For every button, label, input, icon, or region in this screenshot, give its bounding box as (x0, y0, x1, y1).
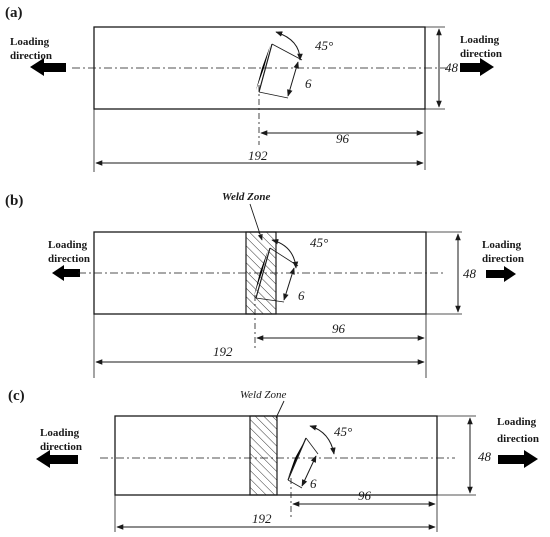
panel-a-right-arrow-icon (460, 58, 494, 76)
panel-a-crack-label: 6 (305, 76, 312, 91)
panel-b-crack (254, 250, 268, 296)
panel-c-crack-line (287, 437, 307, 481)
panel-b-height-label: 48 (463, 266, 477, 281)
panel-b-weld-zone-label: Weld Zone (222, 191, 270, 203)
panel-b-loading-right-line1: Loading (482, 239, 522, 251)
panel-a-height-label: 48 (445, 60, 459, 75)
panel-b-crack-ext2 (255, 297, 285, 303)
panel-b-loading-left-line2: direction (48, 253, 90, 265)
panel-a-loading-left-line1: Loading (10, 36, 50, 48)
panel-c-angle-label: 45° (334, 424, 352, 439)
panel-c-weld-zone (249, 415, 278, 496)
panel-c-crack-label: 6 (310, 476, 317, 491)
panel-c-weld-zone-label: Weld Zone (240, 389, 286, 401)
panel-c-total-label: 192 (252, 511, 272, 526)
panel-a-left-arrow-icon (30, 58, 66, 76)
panel-a-half-label: 96 (336, 131, 350, 146)
panel-c-half-label: 96 (358, 488, 372, 503)
panel-a-label: (a) (5, 5, 23, 21)
panel-c-loading-left-line1: Loading (40, 427, 80, 439)
panel-a-loading-left-line2: direction (10, 50, 52, 62)
panel-a-crack-dim (287, 61, 299, 97)
panel-c-loading-right-line1: Loading (497, 416, 537, 428)
panel-c-crack-dim (301, 455, 317, 487)
panel-c-label: (c) (8, 388, 25, 404)
panel-b-crack-dim (283, 267, 295, 301)
panel-b-crack-label: 6 (298, 288, 305, 303)
panel-a-crack-ext1 (271, 43, 303, 61)
panel-c-crack-ext2 (287, 479, 303, 489)
panel-c-right-arrow-icon (498, 450, 538, 468)
panel-b-loading-right-line2: direction (482, 253, 524, 265)
panel-a-total-label: 192 (248, 148, 268, 163)
panel-b-label: (b) (5, 193, 23, 209)
panel-c-left-arrow-icon (36, 450, 78, 468)
panel-b-angle-label: 45° (310, 235, 328, 250)
panel-a-angle-arc (275, 31, 303, 61)
panel-c-height-label: 48 (478, 449, 492, 464)
panel-a-angle-label: 45° (315, 38, 333, 53)
panel-c-loading-left-line2: direction (40, 441, 82, 453)
panel-a-crack (256, 46, 270, 90)
panel-a: (a) Loading direction Loading direction … (5, 5, 502, 172)
panel-b-crack-line (255, 247, 271, 299)
panel-b: (b) Weld Zone Loading direction Loading … (5, 191, 524, 378)
panel-c-crack-ext1 (305, 437, 319, 455)
panel-a-loading-right-line2: direction (460, 48, 502, 60)
panel-a-crack-ext2 (258, 91, 289, 99)
panel-a-loading-right-line1: Loading (460, 34, 500, 46)
panel-c: (c) Weld Zone Loading direction Loading … (8, 388, 539, 532)
panel-c-angle-arc (309, 425, 336, 455)
panel-c-loading-right-line2: direction (497, 433, 539, 445)
panel-b-right-arrow-icon (486, 266, 516, 282)
panel-a-crack-line (258, 43, 273, 93)
panel-b-left-arrow-icon (52, 265, 80, 281)
panel-b-loading-left-line1: Loading (48, 239, 88, 251)
panel-b-crack-ext1 (269, 247, 299, 267)
panel-b-half-label: 96 (332, 321, 346, 336)
panel-b-total-label: 192 (213, 344, 233, 359)
panel-c-weld-pointer (275, 400, 285, 419)
